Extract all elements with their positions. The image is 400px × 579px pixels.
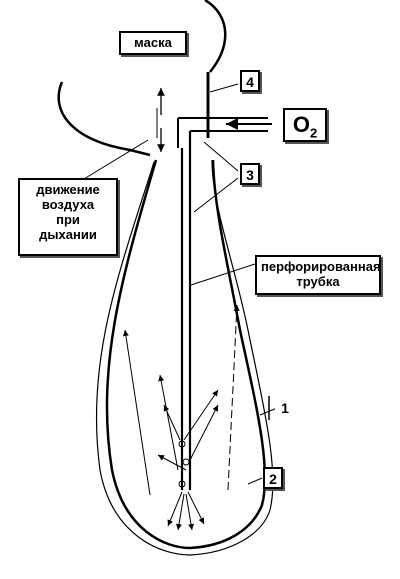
flow-arrow-down: [167, 491, 183, 527]
air-movement-line-1: движение: [36, 182, 100, 197]
flow-arrow: [183, 389, 219, 441]
perforation: [178, 440, 186, 448]
flow-arrow-down: [187, 491, 205, 525]
perforation: [178, 480, 186, 488]
leader-air: [73, 139, 149, 186]
bag-inner: [105, 159, 267, 550]
perforated-tube-line-2: трубка: [296, 274, 340, 289]
oxygen-subscript: 2: [309, 125, 318, 141]
perforated-tube-line-1: перфорированная: [261, 259, 381, 274]
part-3-label: 3: [240, 163, 260, 185]
part-2-label: 2: [263, 467, 283, 489]
perforation: [182, 458, 190, 466]
flow-arrow: [122, 329, 151, 496]
mask-outline-right: [204, 0, 227, 73]
bag-outer: [95, 159, 274, 556]
air-movement-line-3: при: [56, 212, 80, 227]
flow-arrow: [227, 304, 240, 491]
perforated-tube-label: перфорированная трубка: [255, 255, 381, 295]
flow-arrow: [189, 404, 219, 461]
mask-outline: [57, 81, 151, 157]
air-movement-label: движение воздуха при дыхании: [18, 178, 118, 256]
leader-3b: [193, 177, 239, 213]
part-1-label: 1: [275, 398, 295, 420]
leader-2: [247, 477, 263, 485]
leader-3: [203, 141, 239, 172]
leader-tube: [190, 263, 256, 286]
air-movement-line-4: дыхании: [39, 227, 97, 242]
oxygen-symbol: O: [292, 112, 310, 137]
leader-4: [209, 83, 239, 93]
flow-arrow: [157, 454, 187, 471]
oxygen-label: O2: [283, 108, 327, 142]
air-movement-line-2: воздуха: [41, 197, 95, 212]
flow-arrow: [158, 374, 179, 471]
part-4-label: 4: [240, 70, 260, 92]
flow-arrow-down: [185, 493, 194, 531]
flow-arrow-down: [176, 493, 185, 531]
flow-arrow: [163, 404, 181, 441]
mask-label: маска: [119, 31, 187, 55]
